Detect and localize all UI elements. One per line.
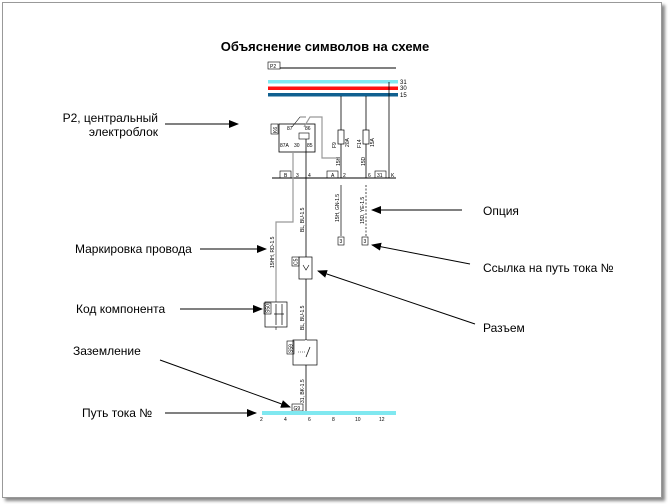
arrow-path-ref bbox=[371, 242, 471, 265]
switch-code: S59 bbox=[289, 344, 295, 353]
ground-code: G9 bbox=[294, 406, 301, 412]
relay-code: K6 bbox=[273, 127, 279, 133]
path-ref-box-1 bbox=[337, 236, 345, 246]
wire-15d-short: 15D bbox=[361, 156, 367, 166]
relay-code-box bbox=[270, 123, 279, 135]
wire-31-label: 31, BK-1.5 bbox=[300, 379, 306, 403]
fuse-1-rating: 20A bbox=[345, 137, 351, 147]
path-tick: 2 bbox=[260, 417, 263, 423]
fuse-2-code: F14 bbox=[357, 139, 363, 148]
bus-15 bbox=[268, 93, 398, 97]
diagram-title: Объяснение символов на схеме bbox=[221, 39, 430, 54]
wire-bl-label-1: BL, BU-1.5 bbox=[300, 207, 306, 232]
p2-label-box bbox=[267, 61, 281, 70]
callout-p2-line2: электроблок bbox=[89, 125, 159, 139]
path-ref-2: 3 bbox=[364, 239, 367, 245]
callout-connector: Разъем bbox=[483, 321, 525, 335]
callout-p2-line1: P2, центральный bbox=[63, 111, 158, 125]
relay-pin-86: 86 bbox=[305, 126, 311, 132]
wire-15d-label: 15D, YE-1.5 bbox=[360, 197, 366, 224]
switch-code-box bbox=[286, 340, 295, 355]
component-code: S50 bbox=[266, 304, 272, 313]
terminal-box-a bbox=[326, 170, 339, 179]
fuse-1 bbox=[337, 129, 345, 145]
callout-wire-marking: Маркировка провода bbox=[75, 242, 192, 256]
pin-k: K bbox=[391, 173, 395, 179]
terminal-box-31 bbox=[374, 170, 387, 179]
wire-15hh-label: 15HH, RD-1.5 bbox=[270, 236, 276, 268]
relay-feed-wire bbox=[303, 116, 341, 159]
pin-3: 3 bbox=[296, 173, 299, 179]
terminal-a: A bbox=[331, 173, 335, 179]
callout-current-path: Путь тока № bbox=[82, 406, 152, 420]
relay-pin-30: 30 bbox=[294, 143, 300, 149]
wire-15hh bbox=[275, 152, 294, 302]
switch-contact bbox=[305, 346, 311, 358]
switch-symbol bbox=[292, 339, 318, 366]
relay-coil bbox=[298, 132, 310, 140]
path-tick: 6 bbox=[308, 417, 311, 423]
path-tick: 4 bbox=[284, 417, 287, 423]
pin-2: 2 bbox=[343, 173, 346, 179]
path-ref-1: 3 bbox=[340, 239, 343, 245]
path-tick: 10 bbox=[355, 417, 361, 423]
arrow-ground bbox=[159, 359, 291, 408]
wire-15h-short: 15H bbox=[336, 156, 342, 166]
relay-box bbox=[278, 123, 316, 153]
pin-6: 6 bbox=[368, 173, 371, 179]
relay-pin-87a: 87A bbox=[280, 143, 290, 149]
connector-symbol bbox=[298, 256, 313, 280]
pin-4: 4 bbox=[308, 173, 311, 179]
relay-pin-85: 85 bbox=[307, 143, 313, 149]
component-code-box bbox=[263, 302, 272, 315]
bus-30-label: 30 bbox=[400, 86, 407, 92]
current-path-bar bbox=[262, 411, 396, 415]
terminal-box-b bbox=[279, 170, 292, 179]
connector-code: C5 bbox=[294, 258, 300, 265]
terminal-b: B bbox=[284, 173, 288, 179]
relay-contact bbox=[291, 116, 306, 128]
wire-bl-label-2: BL, BU-1.5 bbox=[300, 305, 306, 330]
callout-path-ref: Ссылка на путь тока № bbox=[483, 261, 614, 275]
terminal-31: 31 bbox=[377, 173, 383, 179]
bus-31-label: 31 bbox=[400, 80, 407, 86]
bus-30 bbox=[268, 86, 398, 90]
connector-glyph bbox=[302, 264, 310, 271]
wire-15h-label: 15H, GN-1.5 bbox=[335, 194, 341, 222]
fuse-2-rating: 15A bbox=[370, 137, 376, 147]
bus-31 bbox=[268, 80, 398, 84]
relay-pin-87: 87 bbox=[287, 126, 293, 132]
path-tick: 8 bbox=[332, 417, 335, 423]
path-ref-box-2 bbox=[361, 236, 369, 246]
fuse-2 bbox=[362, 129, 370, 145]
callout-component-code: Код компонента bbox=[76, 302, 166, 316]
callout-option: Опция bbox=[483, 204, 519, 218]
arrow-connector bbox=[317, 270, 476, 325]
path-tick: 12 bbox=[379, 417, 385, 423]
bus-15-label: 15 bbox=[400, 93, 407, 99]
path-ticks: 2 4 6 8 10 12 bbox=[260, 417, 385, 423]
fuse-1-code: F9 bbox=[332, 142, 338, 148]
callout-ground: Заземление bbox=[73, 344, 141, 358]
diagram-frame bbox=[2, 2, 662, 498]
p2-label: P2 bbox=[270, 64, 276, 70]
connector-code-box bbox=[291, 256, 300, 267]
